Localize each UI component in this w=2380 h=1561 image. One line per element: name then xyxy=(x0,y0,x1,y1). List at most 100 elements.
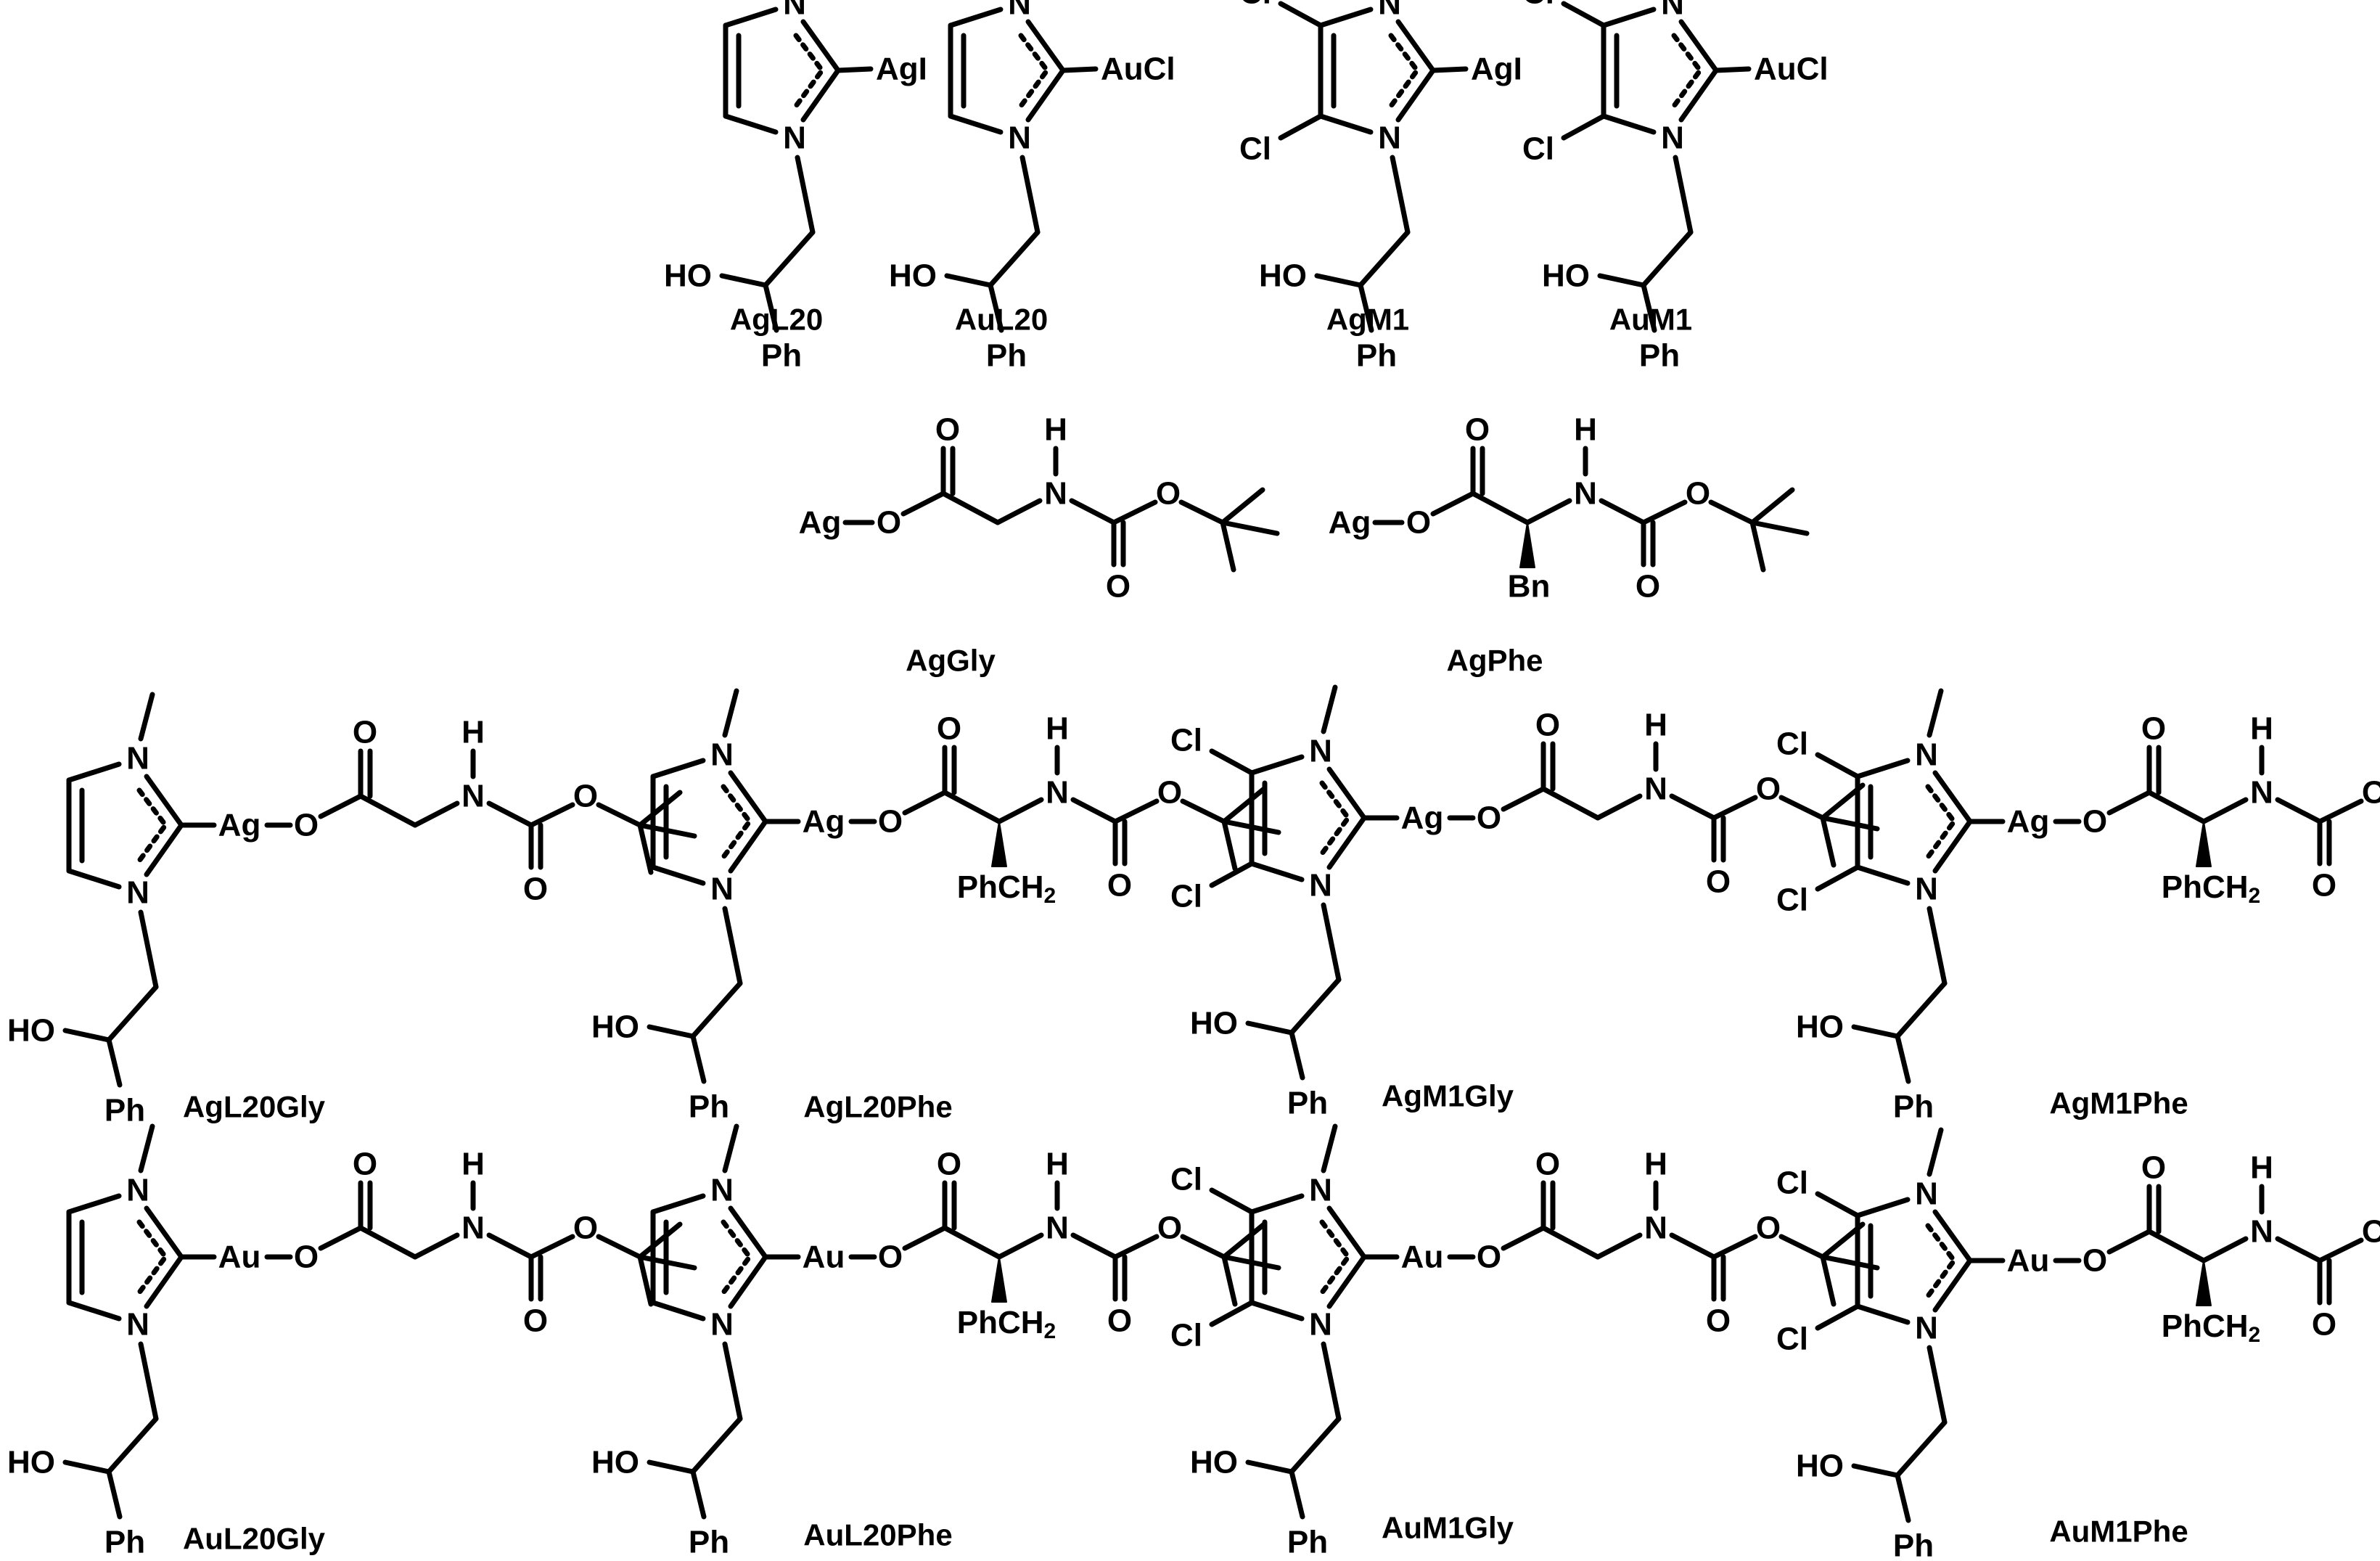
nitrogen-label: N xyxy=(1915,1176,1938,1212)
methyl-bond xyxy=(1926,688,1944,738)
chain-bond xyxy=(1289,1030,1305,1081)
chain-bond xyxy=(1778,795,1826,821)
tbutyl-bond xyxy=(1820,815,1837,868)
nitrogen-label: N xyxy=(1044,476,1067,512)
metal-label: Ag xyxy=(218,808,261,843)
chain-bond xyxy=(1501,1225,1546,1251)
metal-label: Ag xyxy=(803,804,845,840)
oxygen-label: O xyxy=(1686,476,1710,512)
chain-bond xyxy=(1673,155,1694,235)
oxygen-label: O xyxy=(2141,1150,2166,1186)
chain-bond xyxy=(106,1416,159,1475)
oxygen-label: O xyxy=(523,872,548,907)
chain-bond xyxy=(647,1459,696,1475)
tbutyl-bond xyxy=(1221,819,1238,872)
chloro-bond xyxy=(1561,1,1606,28)
hydroxy-label: HO xyxy=(1190,1006,1238,1041)
chloro-label: Cl xyxy=(1776,882,1808,918)
chain-bond xyxy=(795,155,816,235)
ring-bond xyxy=(1025,19,1066,73)
ring-bond xyxy=(66,868,122,890)
ring-bond xyxy=(1601,113,1657,135)
chain-bond xyxy=(690,1416,743,1475)
oxygen-label: O xyxy=(1535,708,1560,743)
compound-name: AgGly xyxy=(906,644,996,678)
compound-name: AgL20 xyxy=(730,303,823,337)
hydrogen-label: H xyxy=(1644,1147,1667,1182)
hydroxy-label: HO xyxy=(1542,258,1590,294)
chain-bond xyxy=(1708,499,1755,525)
ring-bond xyxy=(1249,1300,1305,1322)
tbutyl-bond xyxy=(637,822,654,875)
chain-bond xyxy=(1595,1232,1643,1260)
phenyl-label: Ph xyxy=(1639,338,1680,374)
chain-bond xyxy=(486,1232,534,1260)
tbutyl-bond xyxy=(637,1254,654,1307)
chain-bond xyxy=(1390,155,1411,235)
oxygen-label: O xyxy=(2141,711,2166,747)
tbutyl-bond xyxy=(1820,1254,1837,1307)
ring-bond xyxy=(144,822,184,877)
oxygen-label: O xyxy=(1756,771,1781,807)
methyl-bond xyxy=(1926,1127,1944,1177)
hydrogen-label: H xyxy=(1644,708,1667,743)
oxygen-label: O xyxy=(1107,1303,1132,1339)
metal-label: Ag xyxy=(2007,804,2050,840)
ring-bond xyxy=(1855,864,1911,886)
nitrogen-label: N xyxy=(126,875,149,911)
nitrogen-label: N xyxy=(126,1307,149,1343)
methyl-bond xyxy=(722,688,739,738)
chain-bond xyxy=(1540,786,1601,821)
tbutyl-bond xyxy=(1749,520,1766,573)
oxygen-label: O xyxy=(1477,1240,1501,1275)
chain-bond xyxy=(996,797,1044,824)
nitrogen-label: N xyxy=(1046,775,1069,811)
chain-bond xyxy=(2201,797,2249,824)
chain-bond xyxy=(1245,1020,1294,1036)
phenyl-label: Ph xyxy=(986,338,1027,374)
metal-bond xyxy=(1430,66,1469,73)
delocalization-dash xyxy=(793,33,825,109)
ring-bond xyxy=(1932,1258,1973,1313)
chain-bond xyxy=(1926,1345,1948,1425)
ring-bond xyxy=(728,1205,768,1260)
ring-bond xyxy=(1249,754,1305,776)
chain-bond xyxy=(1112,798,1160,824)
hydroxy-label: HO xyxy=(1796,1009,1844,1045)
compound-name: AuM1Gly xyxy=(1382,1511,1514,1545)
chain-bond xyxy=(1314,273,1363,288)
oxygen-label: O xyxy=(878,1240,903,1275)
compound-name: AgL20Phe xyxy=(803,1090,952,1124)
oxygen-label: O xyxy=(573,1210,598,1246)
chain-bond xyxy=(763,282,779,333)
nitrogen-label: N xyxy=(1309,734,1332,769)
hydroxy-label: HO xyxy=(7,1445,55,1480)
ring-bond xyxy=(1932,1209,1973,1263)
metal-bond xyxy=(1713,66,1752,73)
oxygen-label: O xyxy=(573,779,598,814)
nitrogen-label: N xyxy=(783,0,806,22)
chain-bond xyxy=(1180,1234,1227,1260)
methyl-bond xyxy=(1321,1123,1338,1173)
metal-label: Ag xyxy=(1329,505,1371,541)
compound-name: AuM1 xyxy=(1609,303,1692,337)
chain-bond xyxy=(2146,1229,2207,1263)
oxygen-label: O xyxy=(1157,1210,1182,1246)
chain-bond xyxy=(1895,1033,1911,1084)
chloro-label: Cl xyxy=(1170,1318,1202,1353)
chloro-label: Cl xyxy=(1522,0,1554,11)
stereo-wedge xyxy=(1519,522,1535,568)
hydrogen-label: H xyxy=(2250,711,2273,747)
hydroxy-label: HO xyxy=(591,1445,639,1480)
chain-bond xyxy=(528,802,575,828)
nitrogen-label: N xyxy=(1644,1210,1667,1246)
metal-label: Ag xyxy=(799,505,842,541)
chloro-bond xyxy=(1209,748,1255,776)
ring-bond xyxy=(1326,1254,1367,1309)
tbutyl-bond xyxy=(1749,487,1795,525)
